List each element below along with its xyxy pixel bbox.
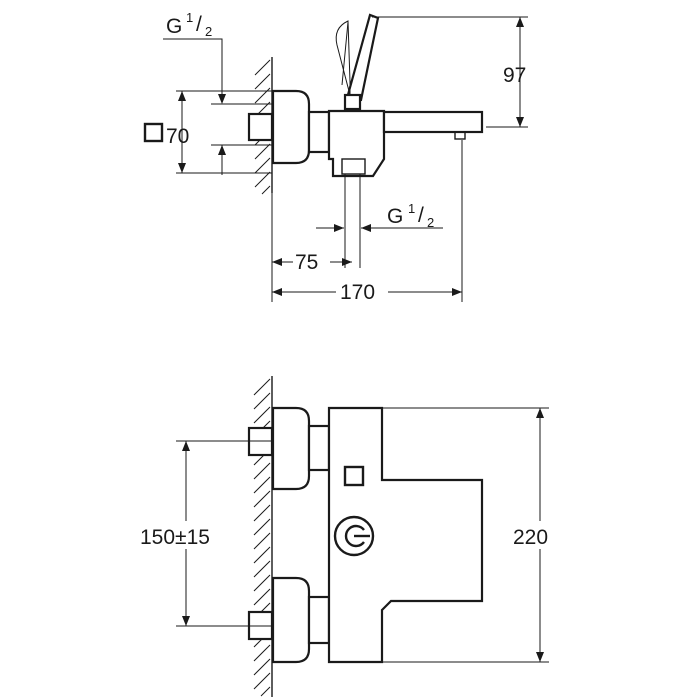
front-view: 150±15 220 [140,376,563,697]
front-lever-square [343,465,365,487]
front-inlet-spacing-dimension: 150±15 [140,440,272,627]
outlet-thread-numerator: 1 [408,201,415,216]
svg-text:/: / [418,204,424,227]
depth-75-value: 75 [295,251,318,274]
inlet-thread-base: G [166,15,182,38]
outlet-thread-denominator: 2 [427,215,434,230]
side-bottom-outlet [341,158,366,175]
front-mixer-body [327,406,484,664]
front-diverter-knob [333,515,375,557]
side-depth-dimension: 75 [271,193,352,302]
inlet-thread-numerator: 1 [186,10,193,25]
side-square-dimension: 70 [143,90,272,175]
side-view: G 1 / 2 70 97 [143,10,528,304]
projection-170-value: 170 [340,281,375,304]
square-size-value: 70 [166,125,189,148]
svg-text:/: / [196,13,202,36]
side-lever-handle [335,13,380,111]
side-mixer-body [307,110,331,154]
front-height-dimension: 220 [382,407,563,663]
front-wall-hatching [253,376,273,697]
side-aerator [454,131,466,140]
square-symbol [143,122,164,143]
side-outlet-thread-label: G 1 / 2 [316,174,443,268]
side-inlet-thread-label: G 1 / 2 [163,10,226,104]
inlet-thread-denominator: 2 [205,24,212,39]
side-projection-dimension: 170 [272,140,463,304]
inlet-spacing-value: 150±15 [140,526,210,549]
side-mixer-housing [327,109,386,178]
side-connector-stub [247,112,274,142]
front-bottom-inlet [247,576,331,664]
side-escutcheon [271,89,311,165]
side-spout [382,110,484,134]
front-top-inlet [247,406,331,491]
outlet-thread-base: G [387,205,403,228]
height-97-value: 97 [503,64,526,87]
height-220-value: 220 [513,526,548,549]
side-height-dimension: 97 [372,16,528,128]
